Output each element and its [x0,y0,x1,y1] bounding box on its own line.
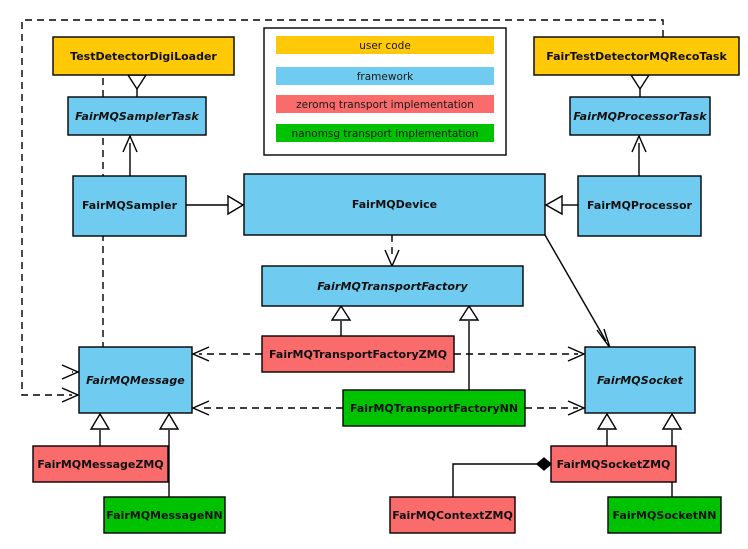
node-layer: TestDetectorDigiLoader FairTestDetectorM… [32,36,740,534]
arrowhead-triangle-sampler-device [227,194,245,216]
arrowhead-open-processor-processortask [631,134,647,153]
arrowhead-open-digiloader-message [61,364,80,380]
class-box-fairmqtransportfactorynn[interactable] [342,389,526,427]
arrowhead-triangle-tfzmq-transportfactory [330,304,352,321]
class-label-fairmqprocessor: FairMQProcessor [587,199,692,212]
arrowhead-open-tfnn-socket [567,400,586,416]
legend-swatch-zeromq [276,95,494,113]
arrowhead-open-sampler-samplertask [122,134,138,153]
class-node-testdetectordigiloader[interactable]: TestDetectorDigiLoader [52,36,235,76]
class-label-fairmqmessage: FairMQMessage [86,374,185,387]
class-box-fairmqprocessortask[interactable] [569,96,711,136]
class-node-fairmqprocessor[interactable]: FairMQProcessor [577,175,702,237]
legend-label-user-code: user code [359,40,411,52]
legend-swatch-user-code [276,36,494,54]
class-node-fairmqmessage[interactable]: FairMQMessage [78,346,193,414]
legend-label-framework: framework [357,71,414,83]
arrowhead-open-tfzmq-socket [567,346,586,362]
class-box-fairmqsocket[interactable] [584,346,696,414]
class-box-fairmqmessage[interactable] [78,346,193,414]
class-box-fairmqtransportfactoryzmq[interactable] [261,335,455,373]
legend-label-nanomsg: nanomsg transport implementation [292,128,479,140]
class-box-fairmqmessagezmq[interactable] [32,445,169,483]
legend-swatch-framework [276,67,494,85]
class-node-fairmqcontextzmq[interactable]: FairMQContextZMQ [389,496,516,534]
class-box-fairmqcontextzmq[interactable] [389,496,516,534]
class-node-fairmqmessagezmq[interactable]: FairMQMessageZMQ [32,445,169,483]
arrowhead-open-tfzmq-message [191,346,210,362]
class-node-fairmqsampler[interactable]: FairMQSampler [72,175,187,237]
class-label-fairmqtransportfactoryzmq: FairMQTransportFactoryZMQ [269,348,447,361]
class-node-fairmqprocessortask[interactable]: FairMQProcessorTask [569,96,711,136]
class-box-fairmqsamplertask[interactable] [67,96,207,136]
arrowhead-triangle-messagezmq-message [89,412,111,430]
class-box-fairmqtransportfactory[interactable] [261,265,524,307]
class-node-fairmqsocketzmq[interactable]: FairMQSocketZMQ [550,445,677,483]
class-label-fairmqprocessortask: FairMQProcessorTask [573,110,707,123]
arrowhead-open-tfnn-message [191,400,210,416]
class-label-fairmqmessagenn: FairMQMessageNN [106,509,222,522]
edge-device-to-socket [544,234,607,342]
class-label-fairmqsamplertask: FairMQSamplerTask [75,110,199,123]
class-label-fairmqtransportfactory: FairMQTransportFactory [317,280,468,293]
class-label-fairmqdevice: FairMQDevice [352,198,437,211]
arrowhead-triangle-socketnn-socket [661,412,683,430]
class-node-fairmqsocket[interactable]: FairMQSocket [584,346,696,414]
class-box-testdetectordigiloader[interactable] [52,36,235,76]
class-label-fairmqmessagezmq: FairMQMessageZMQ [37,458,163,471]
class-box-fairmqsampler[interactable] [72,175,187,237]
arrowhead-triangle-processortask-recotask [629,74,651,91]
class-node-fairmqdevice[interactable]: FairMQDevice [243,173,546,236]
diamond-composition-socketzmq [535,457,553,471]
class-label-fairmqsocketzmq: FairMQSocketZMQ [557,458,671,471]
class-box-fairmqmessagenn[interactable] [103,496,226,534]
class-label-fairmqtransportfactorynn: FairMQTransportFactoryNN [350,402,518,415]
class-box-fairmqsocketzmq[interactable] [550,445,677,483]
arrowhead-open-recotask-message [61,387,80,403]
class-box-fairmqsocketnn[interactable] [607,496,722,534]
class-node-fairmqtransportfactorynn[interactable]: FairMQTransportFactoryNN [342,389,526,427]
arrowhead-open-device-socket [596,328,611,349]
legend-panel: user code framework zeromq transport imp… [263,27,507,156]
edge-contextzmq-to-socketzmq [452,463,537,497]
arrowhead-triangle-socketzmq-socket [596,412,618,430]
class-node-fairmqtransportfactoryzmq[interactable]: FairMQTransportFactoryZMQ [261,335,455,373]
class-label-testdetectordigiloader: TestDetectorDigiLoader [70,50,217,63]
arrowhead-triangle-messagenn-message [158,412,180,430]
class-node-fairtestdetectormqrecotask[interactable]: FairTestDetectorMQRecoTask [533,36,740,76]
class-box-fairmqprocessor[interactable] [577,175,702,237]
class-node-fairmqsocketnn[interactable]: FairMQSocketNN [607,496,722,534]
class-box-fairtestdetectormqrecotask[interactable] [533,36,740,76]
class-label-fairmqsocket: FairMQSocket [597,374,684,387]
legend-label-zeromq: zeromq transport implementation [296,99,474,111]
class-node-fairmqmessagenn[interactable]: FairMQMessageNN [103,496,226,534]
class-label-fairmqcontextzmq: FairMQContextZMQ [392,509,513,522]
arrowhead-triangle-samplertask-digiloader [126,74,148,91]
arrowhead-triangle-tfnn-transportfactory [458,304,480,321]
edge-recotask-to-message [21,19,664,396]
arrowhead-triangle-processor-device [544,194,563,216]
class-label-fairmqsocketnn: FairMQSocketNN [613,509,717,522]
class-node-fairmqsamplertask[interactable]: FairMQSamplerTask [67,96,207,136]
class-box-fairmqdevice[interactable] [243,173,546,236]
class-label-fairmqsampler: FairMQSampler [82,199,178,212]
class-label-fairtestdetectormqrecotask: FairTestDetectorMQRecoTask [546,50,727,63]
legend-swatch-nanomsg [276,124,494,142]
edge-layer [21,19,683,497]
class-node-fairmqtransportfactory[interactable]: FairMQTransportFactory [261,265,524,307]
